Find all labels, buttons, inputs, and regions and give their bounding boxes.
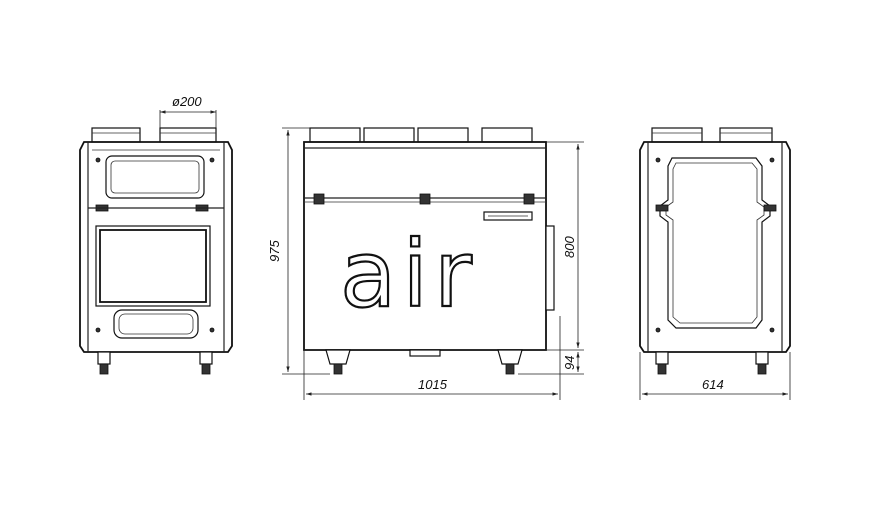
latch: [419, 193, 431, 205]
height-total-label: 975: [267, 240, 282, 262]
screw: [95, 157, 101, 163]
bottom-access-hatch: [113, 309, 199, 339]
duct-spigot: [719, 127, 773, 143]
screw: [95, 327, 101, 333]
duct-spigot: [159, 127, 217, 143]
duct-spigot: [417, 127, 469, 143]
left-side-view: ø200: [79, 94, 233, 375]
duct-spigot: [91, 127, 141, 143]
foot: [199, 351, 213, 365]
unit-body-outline: [639, 141, 791, 353]
latch: [523, 193, 535, 205]
latch: [763, 204, 777, 212]
height-body-label: 800: [562, 236, 577, 258]
unit-body-outline: [79, 141, 233, 353]
service-door: [659, 157, 771, 329]
duct-spigot: [309, 127, 361, 143]
foot: [655, 351, 669, 365]
filter-cassette: [95, 225, 211, 307]
latch: [313, 193, 325, 205]
screw: [769, 157, 775, 163]
screw: [769, 327, 775, 333]
duct-diameter-label: ø200: [172, 94, 202, 109]
right-side-view: 614: [639, 127, 791, 400]
foot-height-label: 94: [562, 356, 577, 370]
drain-outlet: [409, 349, 441, 357]
depth-side-label: 614: [702, 377, 724, 392]
latch: [655, 204, 669, 212]
screw: [209, 327, 215, 333]
duct-spigot: [651, 127, 703, 143]
air-logo: air: [340, 221, 478, 328]
foot: [497, 349, 523, 365]
screw: [209, 157, 215, 163]
duct-spigot: [481, 127, 533, 143]
front-view: air 975 800 94 1015: [267, 127, 584, 400]
foot: [325, 349, 351, 365]
screw: [655, 327, 661, 333]
side-connection-panel: [545, 225, 555, 311]
screw: [655, 157, 661, 163]
foot: [755, 351, 769, 365]
duct-spigot: [363, 127, 415, 143]
foot: [97, 351, 111, 365]
width-front-label: 1015: [418, 377, 448, 392]
top-access-hatch: [105, 155, 205, 199]
